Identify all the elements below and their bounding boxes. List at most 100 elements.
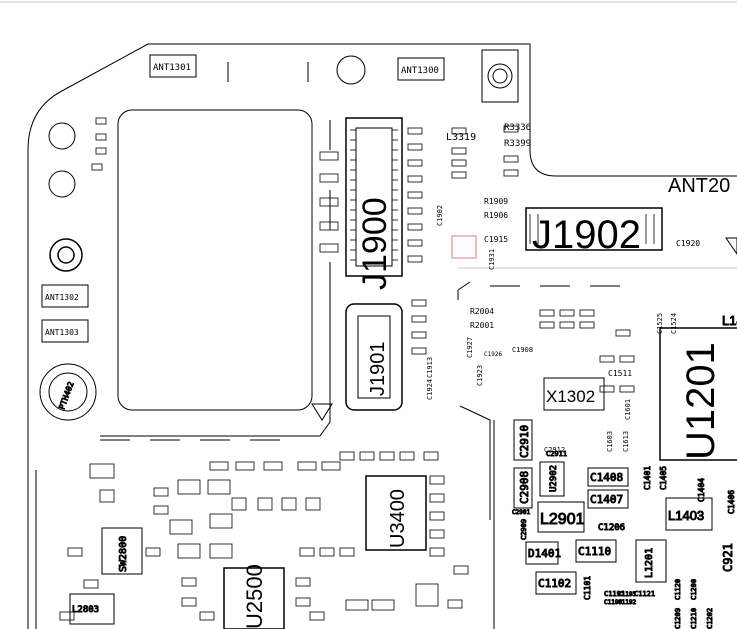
connector-pins-j1902 bbox=[529, 214, 655, 244]
hole-bottom-left bbox=[39, 363, 97, 421]
ic-u2500: U2500 bbox=[223, 564, 285, 629]
connector-pins-j1900 bbox=[350, 129, 398, 261]
highlight-marks bbox=[451, 235, 477, 259]
c1407-body bbox=[587, 489, 629, 509]
c1511-label: C1511 bbox=[608, 369, 632, 378]
l1201-body bbox=[635, 539, 667, 583]
c1102-label: C1102 bbox=[538, 577, 571, 590]
ant1300-body bbox=[397, 57, 445, 81]
connector-j1902: J1902 bbox=[525, 207, 663, 257]
j1901-label: J1901 bbox=[367, 342, 389, 397]
u3400-body bbox=[365, 475, 427, 551]
ant1301-label: ANT1301 bbox=[153, 63, 191, 73]
ant1302-label: ANT1302 bbox=[45, 293, 79, 302]
c1209-label: C1209 bbox=[674, 608, 682, 629]
u1201-body bbox=[659, 327, 737, 461]
c1193-label: C1193 bbox=[618, 591, 636, 598]
antenna-parts: ANT1301 ANT1300 ANT20 ANT1302 ANT1303 bbox=[41, 49, 730, 343]
c1923-label: C1923 bbox=[476, 365, 484, 386]
c1401-label: C1401 bbox=[643, 466, 652, 490]
c1908-label: C1908 bbox=[512, 346, 533, 354]
j1901-inner bbox=[357, 315, 391, 399]
j1901-body bbox=[345, 303, 403, 411]
passive-parts: C2910 C2908 U2902 L2901 D1401 C1110 C110… bbox=[57, 313, 737, 629]
c1404-label: C1404 bbox=[697, 478, 706, 502]
outline-traces bbox=[35, 62, 737, 629]
c1601-label: C1601 bbox=[624, 399, 632, 420]
c1613-label: C1613 bbox=[622, 431, 630, 452]
c2911-label: C2911 bbox=[546, 450, 567, 458]
c1102-body bbox=[535, 571, 577, 595]
shield-can bbox=[117, 109, 313, 411]
j1902-label: J1902 bbox=[532, 213, 641, 257]
ant1301-body bbox=[149, 54, 197, 78]
c2908-label: C2908 bbox=[518, 471, 531, 504]
c2910-label: C2910 bbox=[518, 425, 531, 458]
l2803-body bbox=[69, 593, 115, 625]
c1191-label: C1191 bbox=[604, 590, 625, 598]
c2901-label: C2901 bbox=[512, 509, 530, 516]
board-outline bbox=[27, 43, 737, 629]
l1403-label: L1403 bbox=[668, 508, 704, 523]
j1902-body bbox=[525, 207, 663, 251]
ic-u1201: U1201 bbox=[659, 327, 737, 461]
c2910-body bbox=[513, 419, 533, 461]
c1190-label: C1190 bbox=[604, 599, 622, 606]
l1201-label: L1201 bbox=[644, 548, 655, 578]
u2902-body bbox=[539, 461, 565, 497]
l3319-label: L3319 bbox=[446, 132, 476, 143]
r2001-label: R2001 bbox=[470, 321, 494, 330]
c1924-label: C1924 bbox=[426, 379, 434, 400]
r1906-label: R1906 bbox=[484, 211, 508, 220]
connector-j1901: J1901 bbox=[345, 303, 403, 411]
ant1302-body bbox=[41, 284, 89, 308]
c2909-label: C2909 bbox=[520, 519, 528, 540]
c1902-label: C1902 bbox=[436, 205, 444, 226]
c1110-body bbox=[575, 539, 617, 563]
u3400-label: U3400 bbox=[387, 489, 409, 548]
c1110-label: C1110 bbox=[578, 545, 611, 558]
d1401-body bbox=[525, 541, 559, 565]
c1101-label: C1101 bbox=[583, 576, 592, 600]
ant1303-body bbox=[41, 319, 89, 343]
c1408-label: C1408 bbox=[590, 471, 623, 484]
r3399-label: R3399 bbox=[504, 139, 531, 149]
j1900-label: J1900 bbox=[356, 197, 394, 290]
c1926-label: C1926 bbox=[484, 351, 502, 358]
c1202-label: C1202 bbox=[706, 608, 714, 629]
c2908-body bbox=[513, 467, 533, 509]
c1931-label: C1931 bbox=[488, 249, 496, 270]
x1302-body bbox=[543, 377, 605, 411]
coax-connector-inner bbox=[57, 246, 75, 264]
c1405-label: C1405 bbox=[659, 466, 668, 490]
r3336-label: R3336 bbox=[504, 123, 531, 133]
ant1303-label: ANT1303 bbox=[45, 328, 79, 337]
sw2800-body bbox=[101, 527, 143, 575]
hole-top-mid bbox=[336, 55, 366, 85]
c1407-label: C1407 bbox=[590, 493, 623, 506]
hole-left-2 bbox=[48, 170, 76, 198]
l2901-body bbox=[537, 501, 585, 533]
c921-label: C921 bbox=[721, 543, 735, 572]
c1408-body bbox=[587, 467, 629, 487]
u2902-label: U2902 bbox=[549, 465, 559, 492]
top-switch bbox=[481, 49, 519, 103]
chip-pads bbox=[59, 117, 635, 621]
l1401-label: L1401 bbox=[722, 313, 737, 328]
u1201-label: U1201 bbox=[679, 342, 723, 460]
c1121-label: C1121 bbox=[634, 590, 655, 598]
shield-can-rect bbox=[117, 109, 313, 411]
ant1300-label: ANT1300 bbox=[401, 66, 439, 76]
c1206-label: C1206 bbox=[598, 523, 625, 533]
j1900-inner bbox=[355, 127, 393, 267]
small-labels: R3336 L3319 R3399 R1909 R1906 C1915 C190… bbox=[426, 123, 700, 454]
r2004-label: R2004 bbox=[470, 307, 494, 316]
c1120-label: C1120 bbox=[674, 579, 682, 600]
pth402-label: PTH402 bbox=[57, 380, 75, 410]
top-switch-knob bbox=[487, 63, 513, 89]
pin1-triangle bbox=[311, 403, 333, 421]
mount-holes bbox=[39, 55, 366, 421]
ic-u3400: U3400 bbox=[365, 475, 427, 551]
top-switch-knob-inner bbox=[492, 68, 508, 84]
